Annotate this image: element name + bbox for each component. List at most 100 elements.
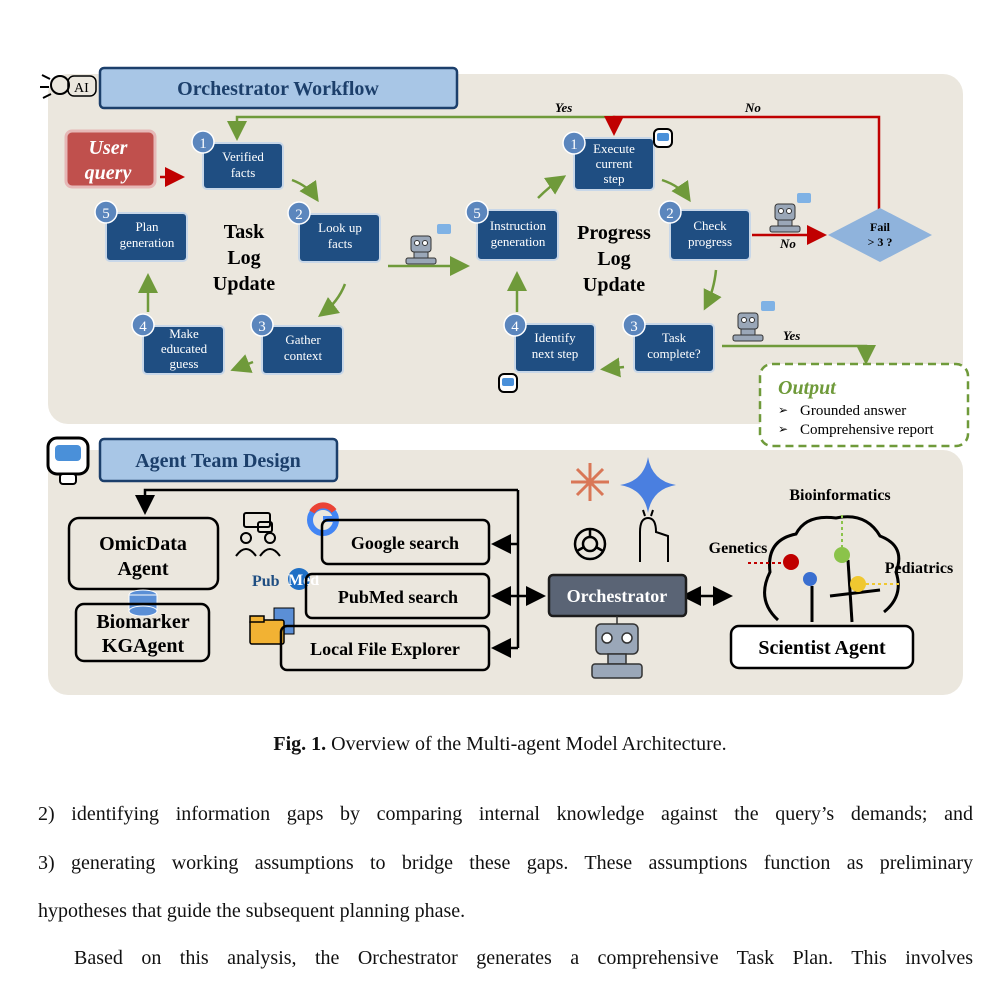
svg-text:3: 3	[258, 319, 266, 335]
paragraph-line: 2) identifying information gaps by compa…	[38, 803, 973, 825]
progress-step-5: Instruction generation 5	[465, 200, 559, 261]
task-step-3: Gather context 3	[250, 313, 344, 375]
agent-connectors	[135, 488, 733, 658]
svg-text:Verified: Verified	[222, 149, 264, 164]
scientist-agent-box	[729, 624, 915, 670]
brain-node-icon	[803, 572, 817, 586]
omicdata-agent-box	[67, 516, 220, 591]
svg-text:Make: Make	[169, 326, 199, 341]
svg-text:Identify: Identify	[534, 330, 576, 345]
ai-brain-icon: AI	[40, 74, 97, 99]
progress-step-3: Task complete? 3	[622, 313, 715, 373]
svg-text:➢: ➢	[778, 403, 788, 417]
tool-pubmed-label: PubMed search	[338, 587, 458, 607]
no-loop-line	[604, 115, 881, 210]
bioinformatics-node-icon	[834, 547, 850, 563]
openai-logo-icon	[573, 527, 607, 561]
svg-text:Log: Log	[597, 248, 630, 270]
svg-text:5: 5	[473, 206, 481, 222]
pubmed-logo: Pub Med	[252, 568, 319, 590]
svg-text:4: 4	[139, 319, 147, 335]
ai-icon-label: AI	[74, 81, 89, 96]
svg-text:1: 1	[199, 136, 207, 152]
user-query-box	[64, 129, 157, 189]
yes-output-line	[722, 344, 876, 365]
svg-text:Progress: Progress	[577, 222, 651, 244]
fail-decision-diamond	[828, 208, 932, 262]
svg-text:5: 5	[102, 206, 110, 222]
svg-text:> 3 ?: > 3 ?	[868, 235, 893, 249]
label-pediatrics: Pediatrics	[885, 560, 953, 577]
people-chat-icon	[235, 512, 281, 557]
svg-text:Look up: Look up	[318, 220, 362, 235]
svg-text:Update: Update	[213, 273, 275, 295]
task-step-1: Verified facts 1	[191, 130, 284, 190]
biomarker-agent-box	[74, 602, 211, 663]
svg-text:Med: Med	[288, 572, 319, 589]
agent-team-title-bar	[98, 437, 339, 483]
architecture-figure: AI Orchestrator Workflow User query Veri…	[40, 66, 970, 695]
caption-label: Fig. 1.	[273, 733, 327, 755]
pediatrics-node-icon	[850, 576, 866, 592]
svg-text:2: 2	[295, 207, 303, 223]
svg-text:3: 3	[630, 319, 638, 335]
svg-text:context: context	[284, 348, 323, 363]
svg-text:generation: generation	[491, 234, 546, 249]
genetics-node-icon	[783, 554, 799, 570]
svg-text:Biomarker: Biomarker	[96, 611, 189, 633]
google-search-box	[320, 518, 491, 566]
svg-text:educated: educated	[161, 341, 208, 356]
progress-step-1: Execute current step 1	[562, 131, 655, 191]
robot-icon	[769, 193, 811, 233]
svg-text:generation: generation	[120, 235, 175, 250]
svg-text:progress: progress	[688, 234, 732, 249]
label-no-side: No	[779, 236, 796, 251]
output-title: Output	[778, 377, 837, 399]
gemini-logo-icon	[620, 457, 676, 513]
svg-text:Task: Task	[224, 221, 265, 243]
paragraph-line: 3) generating working assumptions to bri…	[38, 852, 973, 874]
local-file-explorer-box	[279, 624, 491, 672]
label-yes-bottom: Yes	[783, 328, 800, 343]
claude-logo-icon	[571, 463, 609, 501]
label-genetics: Genetics	[709, 540, 768, 557]
progress-log-update-label: Progress Log Update	[577, 222, 651, 296]
progress-step-2: Check progress 2	[658, 200, 751, 261]
robot-head-icon	[46, 436, 90, 485]
figure-caption: Fig. 1. Overview of the Multi-agent Mode…	[0, 733, 1000, 756]
output-box	[758, 362, 970, 448]
svg-text:step: step	[604, 171, 625, 186]
svg-text:next step: next step	[532, 346, 579, 361]
svg-text:KGAgent: KGAgent	[102, 635, 185, 657]
robot-head-icon	[653, 128, 673, 148]
svg-text:facts: facts	[328, 236, 353, 251]
orchestrator-title: Orchestrator Workflow	[177, 78, 379, 100]
svg-text:Task: Task	[662, 330, 687, 345]
progress-cycle-arrows	[507, 175, 722, 378]
caption-text: Overview of the Multi-agent Model Archit…	[331, 733, 727, 755]
llama-logo-icon	[639, 509, 669, 562]
robot-icon	[732, 301, 775, 342]
orchestrator-title-bar	[98, 66, 459, 110]
user-query-line2: query	[85, 162, 132, 184]
svg-text:1: 1	[570, 137, 578, 153]
svg-text:current: current	[596, 156, 633, 171]
brain-icon	[763, 515, 901, 623]
svg-text:OmicData: OmicData	[99, 533, 187, 555]
output-item-1: Grounded answer	[800, 403, 906, 419]
svg-text:guess: guess	[170, 356, 199, 371]
svg-text:2: 2	[666, 206, 674, 222]
svg-text:Gather: Gather	[285, 332, 321, 347]
svg-text:Pub: Pub	[252, 573, 280, 590]
svg-text:Check: Check	[693, 218, 727, 233]
task-step-4: Make educated guess 4	[131, 313, 225, 375]
svg-text:Agent: Agent	[117, 558, 168, 580]
pubmed-search-box	[304, 572, 491, 620]
folder-icon	[249, 607, 295, 645]
tool-local-file-label: Local File Explorer	[310, 639, 460, 659]
output-item-2: Comprehensive report	[800, 422, 935, 438]
database-icon	[128, 589, 158, 617]
progress-step-4: Identify next step 4	[503, 313, 596, 373]
task-step-2: Look up facts 2	[287, 201, 381, 263]
svg-text:4: 4	[511, 319, 519, 335]
